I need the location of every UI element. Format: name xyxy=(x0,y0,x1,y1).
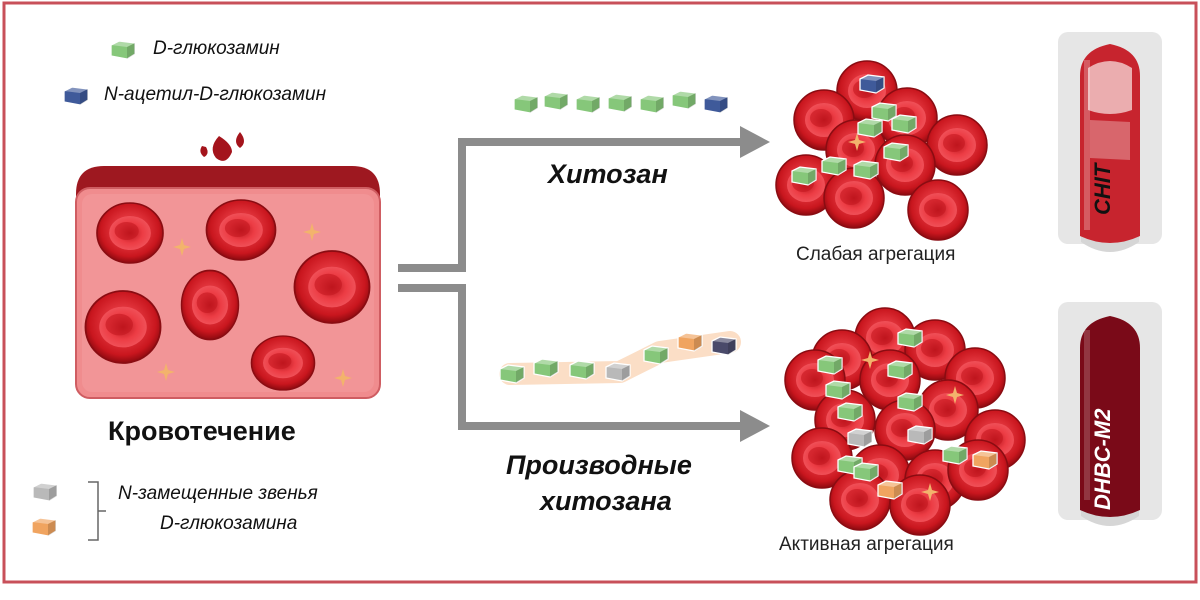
tube-label-chitosan: CHIT xyxy=(1090,162,1115,215)
legend-substituted-icons xyxy=(31,481,106,541)
chitosan-chain xyxy=(513,90,729,114)
legend-glucosamine-icon xyxy=(110,40,136,60)
blood-vessel xyxy=(75,166,381,399)
legend-acetylglucosamine-icon xyxy=(63,86,89,106)
legend-acetylglucosamine-label: N-ацетил-D-глюкозамин xyxy=(104,84,327,105)
outer-frame xyxy=(2,1,1198,584)
arrow-head-top xyxy=(740,126,770,158)
weak-aggregation-label: Слабая агрегация xyxy=(796,244,956,265)
weak-aggregation-cluster xyxy=(775,60,988,241)
active-aggregation-label: Активная агрегация xyxy=(779,534,954,555)
legend-substituted-line2: D-глюкозамина xyxy=(160,513,298,534)
bleeding-label: Кровотечение xyxy=(108,416,296,446)
legend-substituted-line1: N-замещенные звенья xyxy=(118,483,318,504)
tube-label-derivative: DHBC-M2 xyxy=(1090,408,1115,510)
derivatives-label-line1: Производные xyxy=(506,450,692,480)
arrow-head-bottom xyxy=(740,410,770,442)
derivative-chain xyxy=(499,331,741,385)
active-aggregation-cluster xyxy=(784,307,1026,536)
legend-glucosamine-label: D-глюкозамин xyxy=(153,38,280,59)
chitosan-label: Хитозан xyxy=(548,159,668,189)
derivatives-label-line2: хитозана xyxy=(540,486,672,516)
blood-drop-icon xyxy=(200,132,244,161)
test-tube-chitosan: CHIT xyxy=(1058,32,1162,252)
branch-arrows xyxy=(398,138,745,430)
test-tube-derivative: DHBC-M2 xyxy=(1058,302,1162,526)
